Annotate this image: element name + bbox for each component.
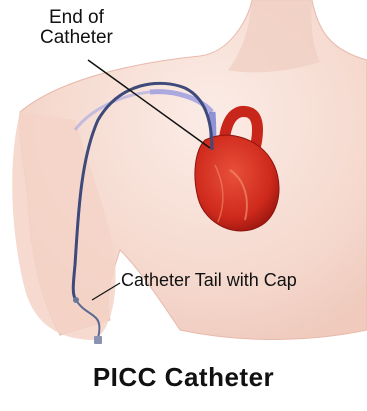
catheter-cap — [94, 336, 102, 344]
diagram-title: PICC Catheter — [0, 362, 367, 393]
catheter-hub — [73, 297, 79, 303]
end-of-catheter-line1: End of — [40, 8, 113, 28]
end-of-catheter-label: End of Catheter — [40, 8, 113, 48]
catheter-tail-label: Catheter Tail with Cap — [121, 270, 297, 290]
end-of-catheter-line2: Catheter — [40, 28, 113, 48]
